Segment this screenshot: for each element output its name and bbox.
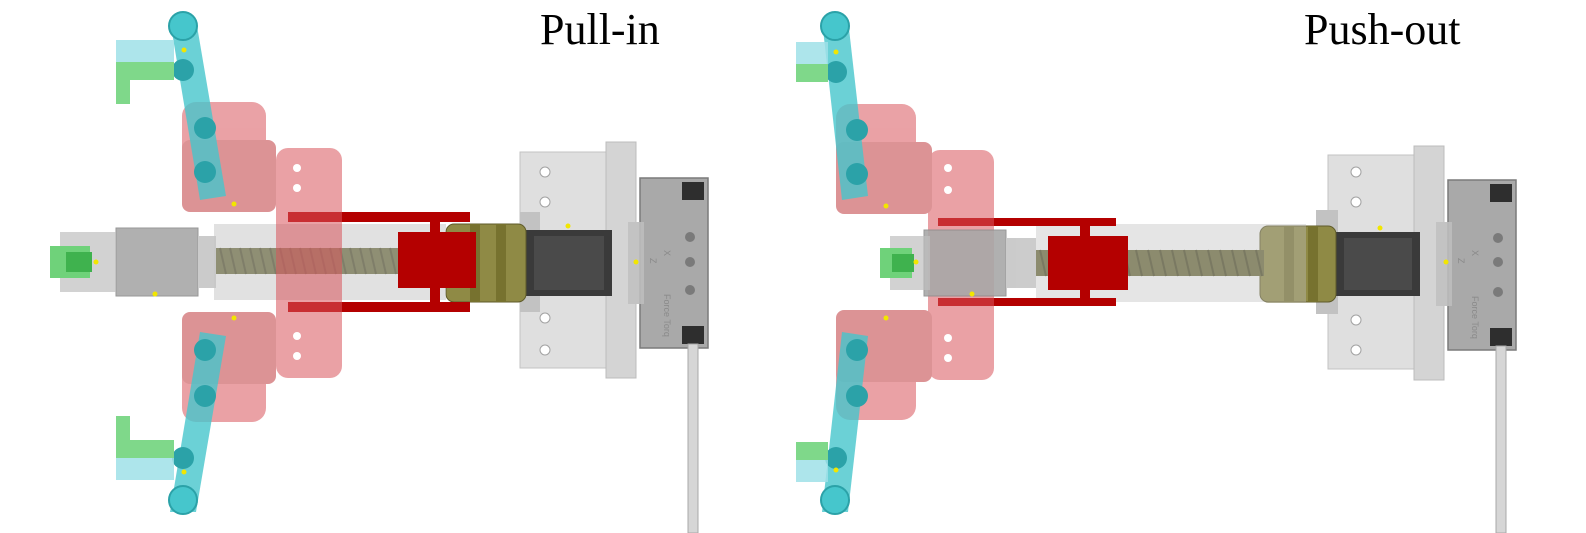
rear-block — [923, 229, 1036, 297]
pull-in-mechanism-drawing: X Z Force Torq — [50, 11, 709, 533]
bolt — [944, 186, 952, 194]
sensor-cable — [687, 343, 699, 533]
marker-dots — [833, 49, 1449, 473]
sensor-axis-x: X — [662, 250, 672, 256]
bolt — [944, 164, 952, 172]
pull-in-panel: X Z Force Torq — [0, 0, 790, 533]
push-out-mechanism-drawing: X Z Force Torq — [796, 11, 1517, 533]
lower-fingertip — [116, 416, 174, 480]
bolt — [293, 164, 301, 172]
red-yoke — [938, 218, 1128, 306]
lower-jaw-link — [168, 332, 226, 515]
push-out-title: Push-out — [1304, 5, 1461, 54]
sensor-axis-z: Z — [1456, 258, 1466, 264]
red-housing — [182, 102, 342, 422]
push-out-panel: X Z Force Torq — [796, 0, 1586, 533]
rear-block — [115, 227, 216, 297]
bolt — [944, 354, 952, 362]
bolt — [293, 332, 301, 340]
rear-green-mount — [880, 236, 930, 290]
sensor-label: Force Torq — [662, 294, 672, 337]
lower-jaw-link — [820, 332, 868, 515]
upper-fingertip — [796, 42, 828, 82]
force-torque-sensor: X Z Force Torq — [639, 177, 709, 349]
sensor-axis-z: Z — [648, 258, 658, 264]
bolt — [293, 184, 301, 192]
lower-fingertip — [796, 442, 828, 482]
sensor-cable — [1495, 345, 1507, 533]
sensor-axis-x: X — [1470, 250, 1480, 256]
marker-dots — [93, 47, 639, 475]
force-torque-sensor: X Z Force Torq — [1447, 179, 1517, 351]
bolt — [944, 334, 952, 342]
motor — [1336, 232, 1420, 296]
red-yoke — [288, 212, 476, 312]
upper-jaw-link — [820, 11, 868, 200]
motor — [526, 230, 612, 296]
upper-jaw-link — [168, 11, 226, 200]
upper-fingertip — [116, 40, 174, 104]
sensor-label: Force Torq — [1470, 296, 1480, 339]
pull-in-title: Pull-in — [540, 5, 660, 54]
bolt — [293, 352, 301, 360]
rear-green-mount — [50, 232, 116, 292]
